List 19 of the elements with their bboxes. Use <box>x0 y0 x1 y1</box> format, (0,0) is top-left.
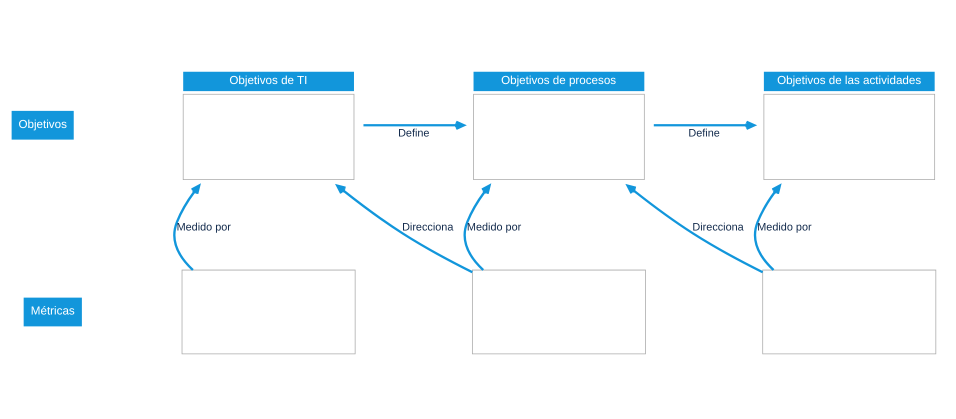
arrow <box>654 120 756 130</box>
arrow <box>173 184 200 271</box>
edge-label: Medido por <box>176 222 231 234</box>
node-box <box>472 270 646 354</box>
arrow <box>363 120 466 130</box>
arrow <box>626 184 764 274</box>
arrow <box>336 184 473 274</box>
label: Métricas <box>30 304 75 318</box>
edge-label: Direcciona <box>692 222 744 234</box>
label: Objetivos <box>18 118 67 131</box>
edge-label: Define <box>688 127 720 140</box>
arrow <box>464 184 491 271</box>
node-box <box>182 270 356 354</box>
edge-label: Medido por <box>466 222 522 234</box>
edge-label: Define <box>398 127 430 140</box>
edge-label: Direcciona <box>402 222 454 234</box>
node-box <box>762 270 936 354</box>
edge-label: Medido por <box>757 222 812 234</box>
arrow <box>754 184 782 271</box>
